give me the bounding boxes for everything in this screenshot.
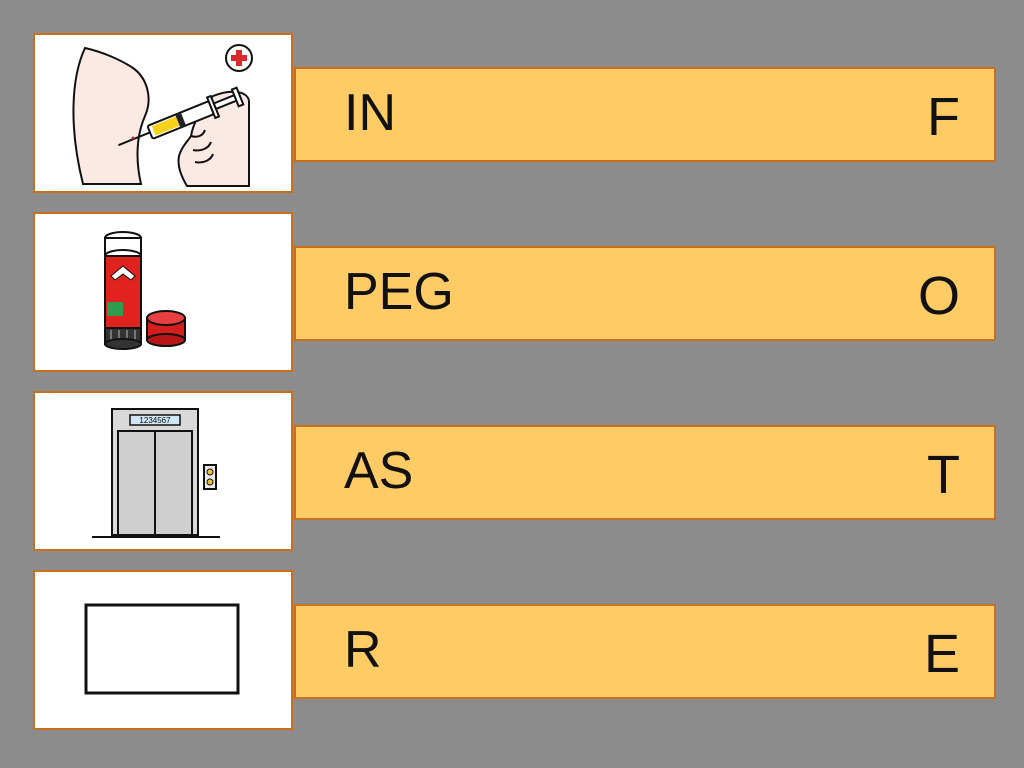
word-row-3: 1234567 AS T [0, 391, 1024, 555]
picture-card-1[interactable] [33, 33, 293, 193]
word-row-2: PEG O [0, 212, 1024, 376]
picture-card-3[interactable]: 1234567 [33, 391, 293, 551]
blank-rectangle-icon [84, 603, 240, 695]
picture-card-2[interactable] [33, 212, 293, 372]
syllable-text: AS [344, 442, 414, 500]
elevator-icon: 1234567 [92, 408, 220, 538]
syllable-text: PEG [344, 263, 454, 321]
syllable-text: IN [344, 84, 396, 142]
word-bar-4: R E [294, 604, 996, 699]
letter-option[interactable]: T [927, 445, 960, 505]
word-bar-3: AS T [294, 425, 996, 520]
picture-card-4[interactable] [33, 570, 293, 730]
glue-stick-icon [104, 231, 186, 350]
word-row-1: IN F [0, 33, 1024, 197]
word-bar-2: PEG O [294, 246, 996, 341]
floor-display: 1234567 [139, 416, 171, 425]
syllable-text: R [344, 621, 382, 679]
letter-option[interactable]: E [923, 624, 960, 684]
word-bar-1: IN F [294, 67, 996, 162]
word-row-4: R E [0, 570, 1024, 734]
injection-icon [72, 44, 253, 187]
letter-option[interactable]: F [927, 87, 960, 147]
letter-option[interactable]: O [917, 266, 960, 326]
